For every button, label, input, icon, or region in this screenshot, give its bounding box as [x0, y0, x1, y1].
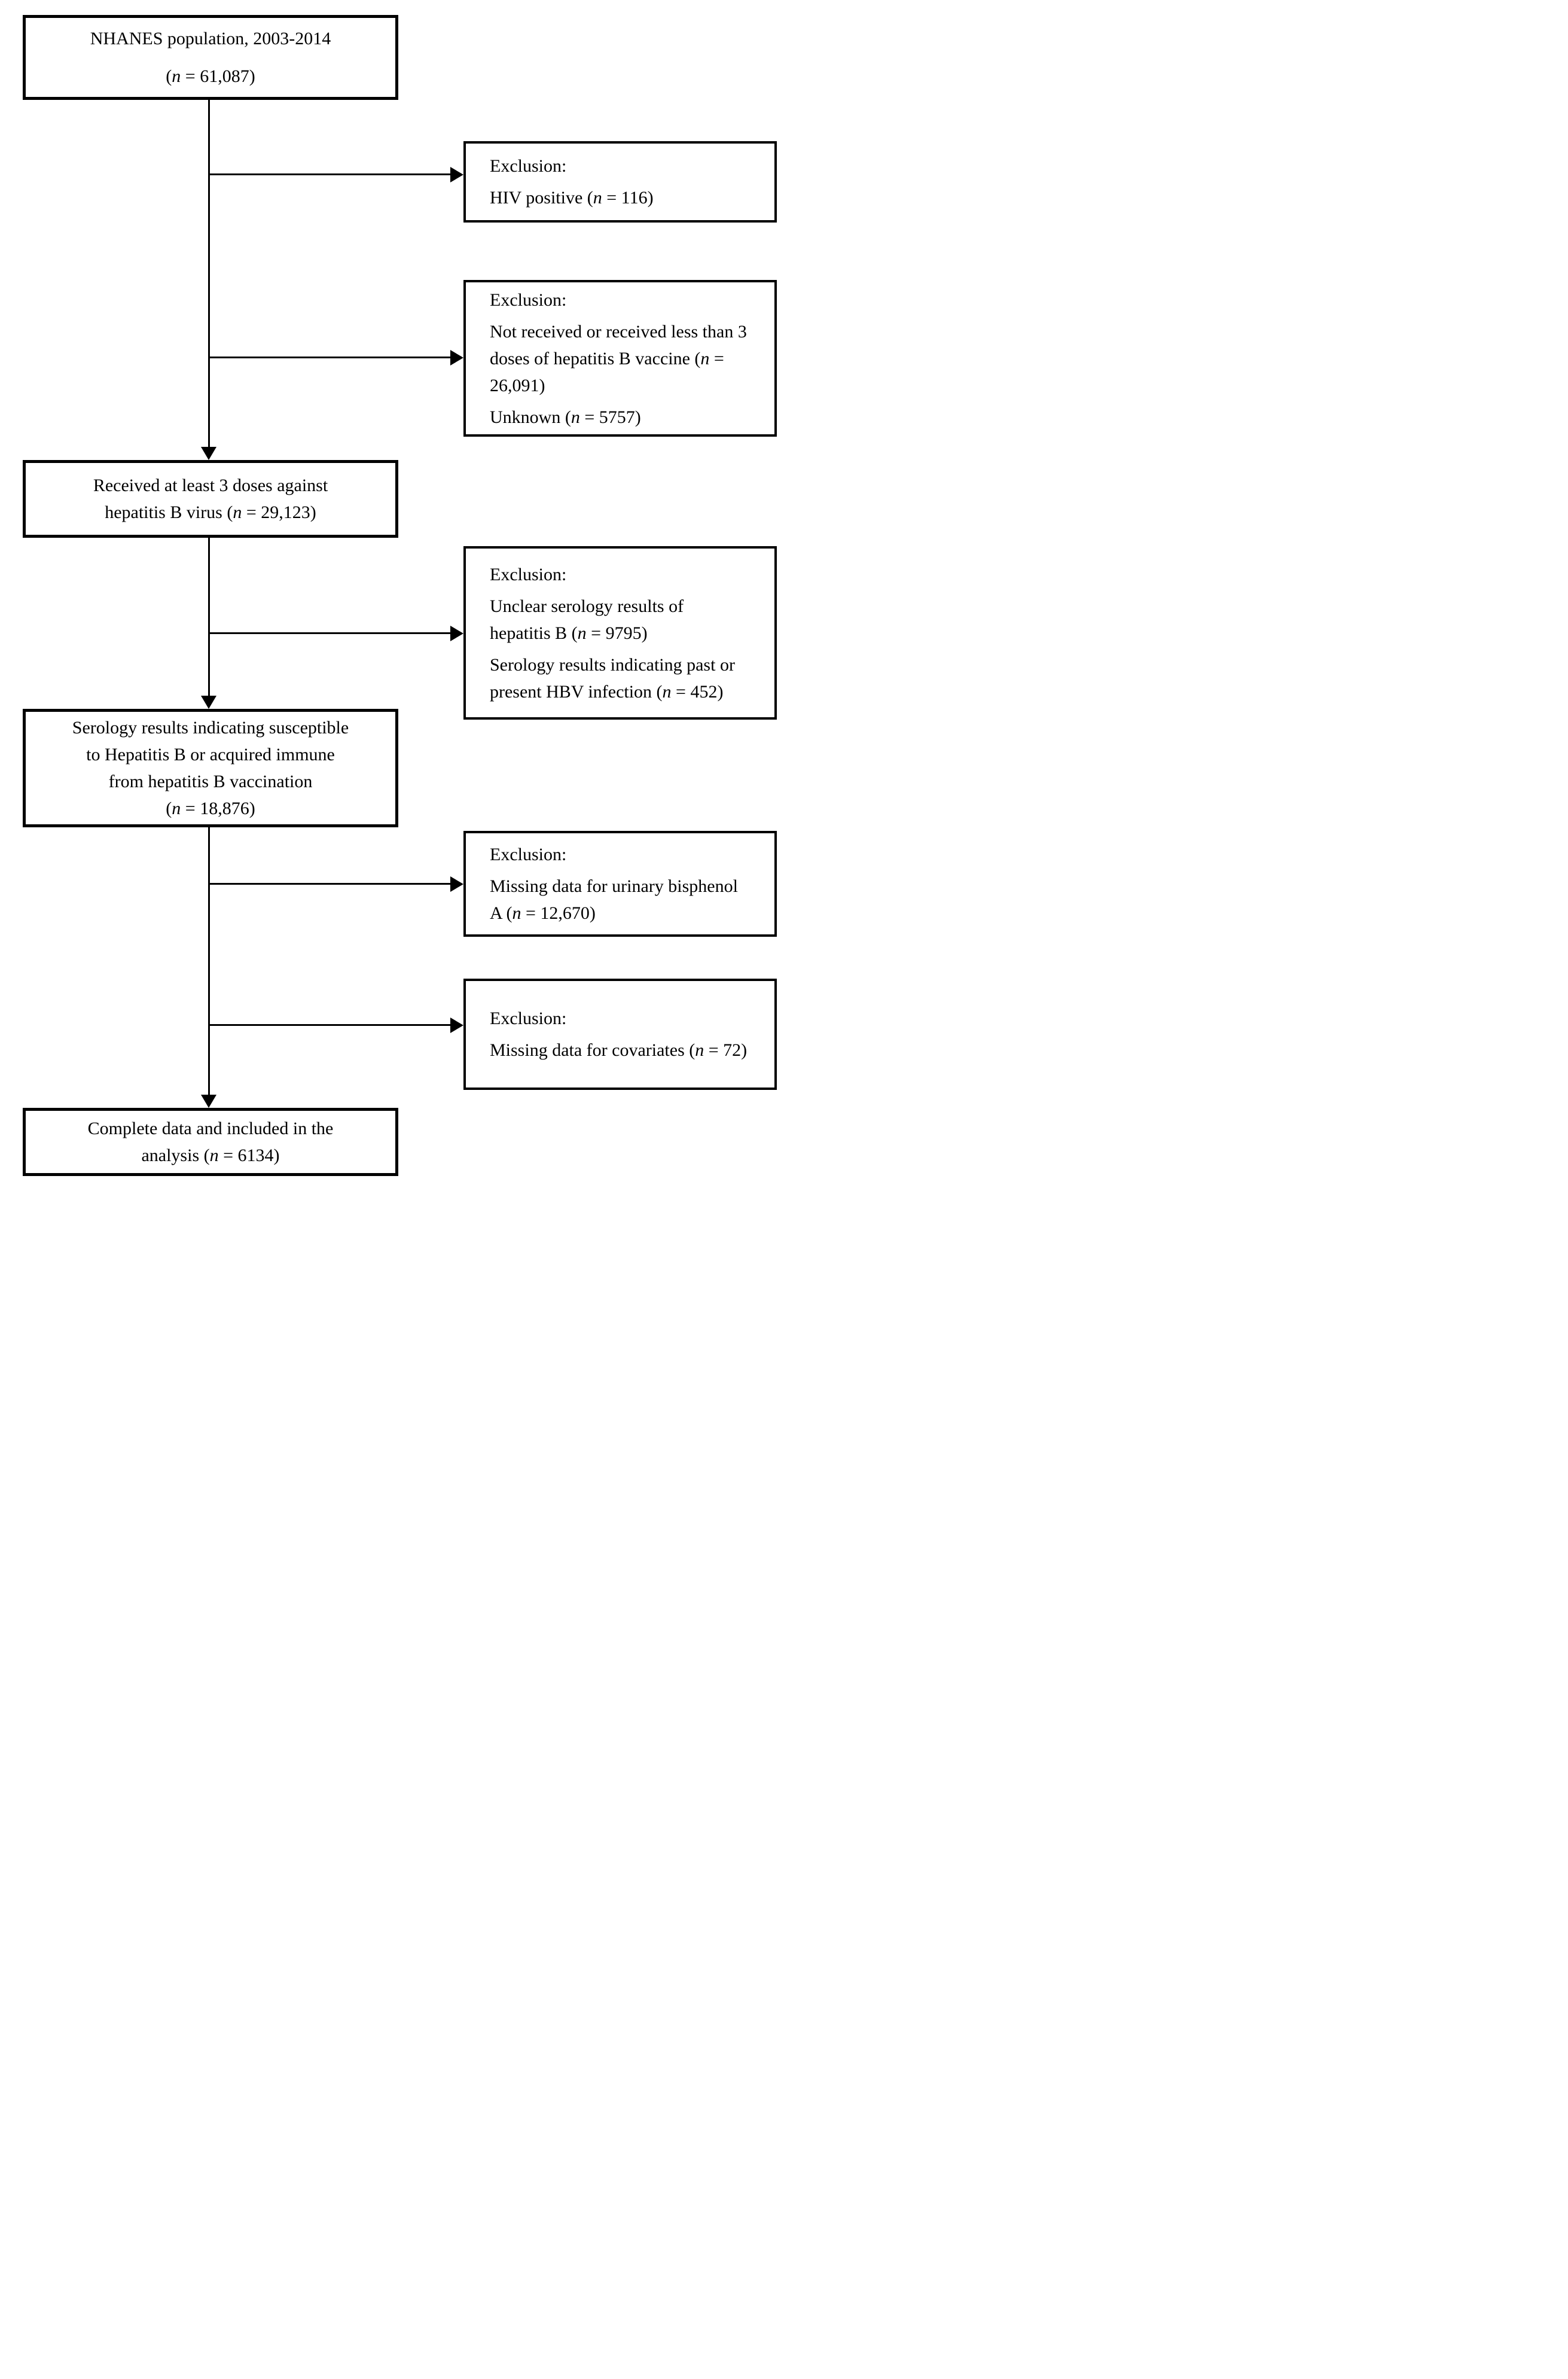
exclusion-box-hiv: Exclusion: HIV positive (n = 116) [463, 141, 777, 223]
box-nhanes-population: NHANES population, 2003-2014 (n = 61,087… [23, 15, 398, 100]
nhanes-line-1: NHANES population, 2003-2014 [90, 29, 331, 48]
right-arrowhead-icon [450, 626, 463, 641]
exclusion-item: Serology results indicating past or pres… [490, 654, 735, 702]
down-arrowhead-icon [201, 1095, 216, 1108]
exclusion-item: HIV positive (n = 116) [490, 188, 654, 208]
exclusion-box-covariates: Exclusion: Missing data for covariates (… [463, 979, 777, 1090]
received-line-1: Received at least 3 doses against [93, 476, 328, 495]
connector-branch-covariates [209, 1024, 450, 1026]
connector-stem-1 [208, 100, 210, 447]
right-arrowhead-icon [450, 350, 463, 365]
serology-line-4: (n = 18,876) [166, 799, 255, 818]
connector-stem-3 [208, 827, 210, 1095]
complete-line-2: analysis (n = 6134) [141, 1146, 280, 1165]
flowchart-canvas: NHANES population, 2003-2014 (n = 61,087… [0, 0, 784, 1189]
connector-branch-urinary-bpa [209, 883, 450, 885]
exclusion-item: Not received or received less than 3 dos… [490, 321, 747, 395]
box-complete-data: Complete data and included in the analys… [23, 1108, 398, 1176]
exclusion-label: Exclusion: [490, 156, 567, 176]
serology-line-1: Serology results indicating susceptible [72, 718, 349, 738]
serology-line-3: from hepatitis B vaccination [108, 772, 313, 791]
connector-stem-2 [208, 538, 210, 696]
connector-branch-serology [209, 632, 450, 634]
complete-line-1: Complete data and included in the [87, 1119, 334, 1138]
right-arrowhead-icon [450, 1018, 463, 1033]
connector-branch-hiv [209, 173, 450, 175]
exclusion-label: Exclusion: [490, 845, 567, 864]
exclusion-label: Exclusion: [490, 564, 567, 584]
nhanes-line-2: (n = 61,087) [166, 66, 255, 86]
right-arrowhead-icon [450, 876, 463, 892]
exclusion-item: Unknown (n = 5757) [490, 407, 641, 427]
received-line-2: hepatitis B virus (n = 29,123) [105, 502, 316, 522]
exclusion-item: Missing data for covariates (n = 72) [490, 1040, 748, 1060]
exclusion-item: Unclear serology results of hepatitis B … [490, 596, 684, 643]
exclusion-box-urinary-bpa: Exclusion: Missing data for urinary bisp… [463, 831, 777, 937]
down-arrowhead-icon [201, 447, 216, 460]
down-arrowhead-icon [201, 696, 216, 709]
box-serology-susceptible: Serology results indicating susceptible … [23, 709, 398, 827]
connector-branch-vaccine-doses [209, 357, 450, 358]
exclusion-item: Missing data for urinary bisphenol A (n … [490, 876, 738, 923]
exclusion-label: Exclusion: [490, 290, 567, 310]
serology-line-2: to Hepatitis B or acquired immune [86, 745, 335, 764]
exclusion-label: Exclusion: [490, 1009, 567, 1028]
right-arrowhead-icon [450, 167, 463, 182]
exclusion-box-serology: Exclusion: Unclear serology results of h… [463, 546, 777, 720]
box-received-3-doses: Received at least 3 doses against hepati… [23, 460, 398, 538]
exclusion-box-vaccine-doses: Exclusion: Not received or received less… [463, 280, 777, 437]
